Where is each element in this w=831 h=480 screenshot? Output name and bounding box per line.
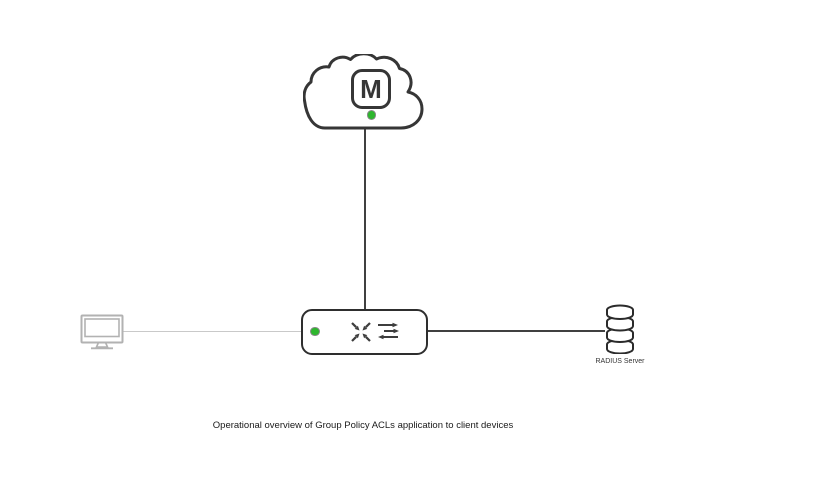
meraki-logo-letter: M <box>360 73 382 104</box>
connection-client-to-switch <box>123 331 301 332</box>
database-icon <box>606 304 634 354</box>
connection-cloud-to-switch <box>364 128 366 310</box>
desktop-monitor-icon <box>80 314 124 350</box>
diagram-caption: Operational overview of Group Policy ACL… <box>212 420 514 431</box>
connection-switch-to-radius <box>428 330 605 332</box>
switch-status-dot <box>311 327 319 335</box>
cloud-status-dot <box>367 111 375 119</box>
transfer-arrows-icon <box>378 322 399 340</box>
switch-crossed-arrows-icon <box>351 322 371 342</box>
meraki-logo-badge: M <box>351 69 391 109</box>
switch-node <box>301 309 428 355</box>
radius-server-label: RADIUS Server <box>595 358 645 365</box>
